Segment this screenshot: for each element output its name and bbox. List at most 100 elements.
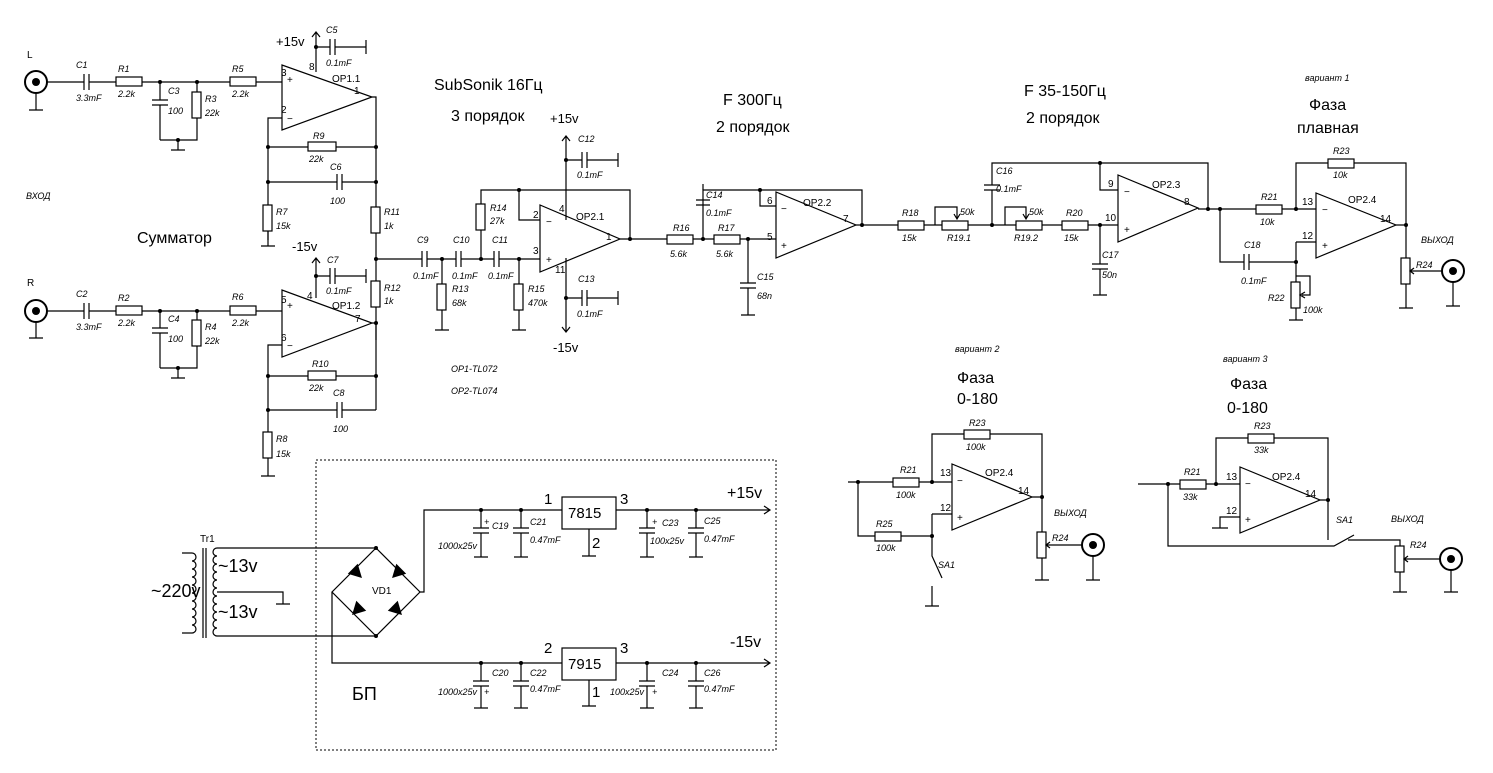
op2-2-triangle: [775, 191, 858, 259]
op11-pin2: 2: [281, 105, 287, 116]
r18-ref: R18: [902, 208, 919, 218]
f35-title: F 35-150Гц: [1024, 83, 1106, 100]
svg-text:−: −: [546, 217, 552, 228]
r23v1-ref: R23: [1333, 146, 1350, 156]
r25-ref: R25: [876, 519, 894, 529]
r8-ref: R8: [276, 434, 288, 444]
reg-7915-label: 7915: [568, 656, 601, 673]
r2-ref: R2: [118, 293, 130, 303]
svg-text:−: −: [957, 476, 963, 487]
input-l-block: L C1 3.3mF R1 2.2k C3 100 R3 22k ВХОД: [24, 50, 230, 201]
r12-val: 1k: [384, 296, 394, 306]
op12-pin5: 5: [281, 295, 287, 306]
bp-label: БП: [352, 684, 377, 704]
f35-order: 2 порядок: [1026, 110, 1101, 127]
v13b-label: ~13v: [218, 602, 258, 622]
c24-ref: C24: [662, 668, 679, 678]
op21-pin3: 3: [533, 246, 539, 257]
op24v1-pin13: 13: [1302, 197, 1314, 208]
op12-pin6: 6: [281, 333, 287, 344]
reg2-pin1: 1: [592, 684, 600, 701]
svg-text:+: +: [1322, 241, 1328, 252]
r19-1-ref: R19.1: [947, 233, 971, 243]
r21v3-ref: R21: [1184, 467, 1201, 477]
f300-block: F 300Гц 2 порядок R16 5.6k R17 5.6k C14 …: [666, 92, 898, 316]
op21-pin1: 1: [606, 232, 612, 243]
c15-val: 68n: [757, 291, 772, 301]
vyhod3-label: ВЫХОД: [1391, 514, 1424, 524]
op21-pin11: 11: [555, 265, 566, 276]
c9-val: 0.1mF: [413, 271, 439, 281]
op23-pin8: 8: [1184, 197, 1190, 208]
c3-ref: C3: [168, 86, 180, 96]
c23-ref: C23: [662, 518, 679, 528]
op24v1-label: OP2.4: [1348, 195, 1377, 206]
c18-val: 0.1mF: [1241, 276, 1267, 286]
r15-val: 470k: [528, 298, 548, 308]
r1-val: 2.2k: [117, 89, 136, 99]
svg-text:+: +: [652, 687, 657, 697]
op22-label: OP2.2: [803, 198, 832, 209]
r9-ref: R9: [313, 131, 325, 141]
c16-ref: C16: [996, 166, 1013, 176]
r7-ref: R7: [276, 207, 288, 217]
r21v1-val: 10k: [1260, 217, 1275, 227]
input-r-label: R: [27, 278, 34, 289]
c10-val: 0.1mF: [452, 271, 478, 281]
f300-order: 2 порядок: [716, 119, 791, 136]
c14-val: 0.1mF: [706, 208, 732, 218]
vyhod2-label: ВЫХОД: [1054, 508, 1087, 518]
r24v2-ref: R24: [1052, 533, 1069, 543]
c7-ref: C7: [327, 255, 339, 265]
svg-text:+: +: [546, 255, 552, 266]
c21-ref: C21: [530, 517, 547, 527]
c13-val: 0.1mF: [577, 309, 603, 319]
c9-ref: C9: [417, 235, 429, 245]
svg-text:−: −: [1245, 479, 1251, 490]
op11-pin1: 1: [354, 86, 360, 97]
c1-val: 3.3mF: [76, 93, 102, 103]
op12-supply-label: -15v: [292, 239, 318, 254]
c16-val: 0.1mF: [996, 184, 1022, 194]
r2-val: 2.2k: [117, 318, 136, 328]
c17-ref: C17: [1102, 250, 1120, 260]
c22-val: 0.47mF: [530, 684, 561, 694]
c4-val: 100: [168, 334, 183, 344]
r11-ref: R11: [384, 207, 400, 217]
r21v1-ref: R21: [1261, 192, 1278, 202]
r22-val: 100k: [1303, 305, 1323, 315]
op21-label: OP2.1: [576, 212, 605, 223]
op22-pin5: 5: [767, 232, 773, 243]
r7-val: 15k: [276, 221, 291, 231]
c6-ref: C6: [330, 162, 342, 172]
svg-text:−: −: [1322, 205, 1328, 216]
r22-ref: R22: [1268, 293, 1285, 303]
svg-text:+: +: [1124, 225, 1130, 236]
svg-text:+: +: [484, 687, 489, 697]
op24v1-pin14: 14: [1380, 214, 1392, 225]
vyhod1-label: ВЫХОД: [1421, 235, 1454, 245]
svg-text:+: +: [957, 513, 963, 524]
range2-label: 0-180: [957, 391, 998, 408]
op12-pin7: 7: [355, 314, 361, 325]
f300-title: F 300Гц: [723, 92, 782, 109]
r4-ref: R4: [205, 322, 217, 332]
r19-2-ref: R19.2: [1014, 233, 1038, 243]
plavnaya-label: плавная: [1297, 120, 1359, 137]
c6-val: 100: [330, 196, 345, 206]
r16-val: 5.6k: [670, 249, 688, 259]
sa1v2-label: SA1: [938, 560, 955, 570]
c8-ref: C8: [333, 388, 345, 398]
r3-val: 22k: [204, 108, 220, 118]
c19-ref: C19: [492, 521, 509, 531]
svg-text:+: +: [1245, 515, 1251, 526]
r23v1-val: 10k: [1333, 170, 1348, 180]
r12-ref: R12: [384, 283, 401, 293]
op21-plus15: +15v: [550, 111, 579, 126]
op24v2-pin14: 14: [1018, 486, 1030, 497]
c25-ref: C25: [704, 516, 722, 526]
transformer-icon: [191, 552, 197, 634]
op23-label: OP2.3: [1152, 180, 1181, 191]
c11-val: 0.1mF: [488, 271, 514, 281]
op24v3-pin14: 14: [1305, 489, 1317, 500]
